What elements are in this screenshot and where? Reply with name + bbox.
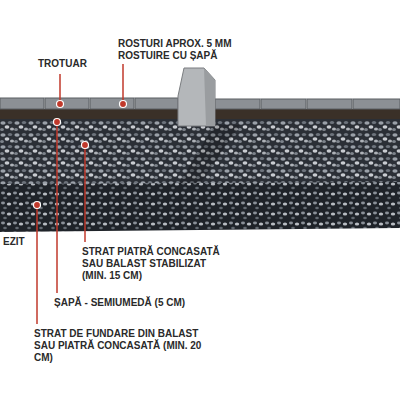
layer-label: TROTUAR [38, 58, 108, 70]
layer-label: STRAT PIATRĂ CONCASATĂ SAU BALAST STABIL… [82, 246, 232, 282]
joint-label: ROSTURI APROX. 5 MM ROSTUIRE CU ȘAPĂ [118, 38, 236, 62]
layer-label: STRAT DE FUNDARE DIN BALAST SAU PIATRĂ C… [34, 328, 219, 364]
layer-label: EZIT [3, 236, 33, 248]
layer-label: ȘAPĂ - SEMIUMEDĂ (5 CM) [54, 297, 224, 309]
